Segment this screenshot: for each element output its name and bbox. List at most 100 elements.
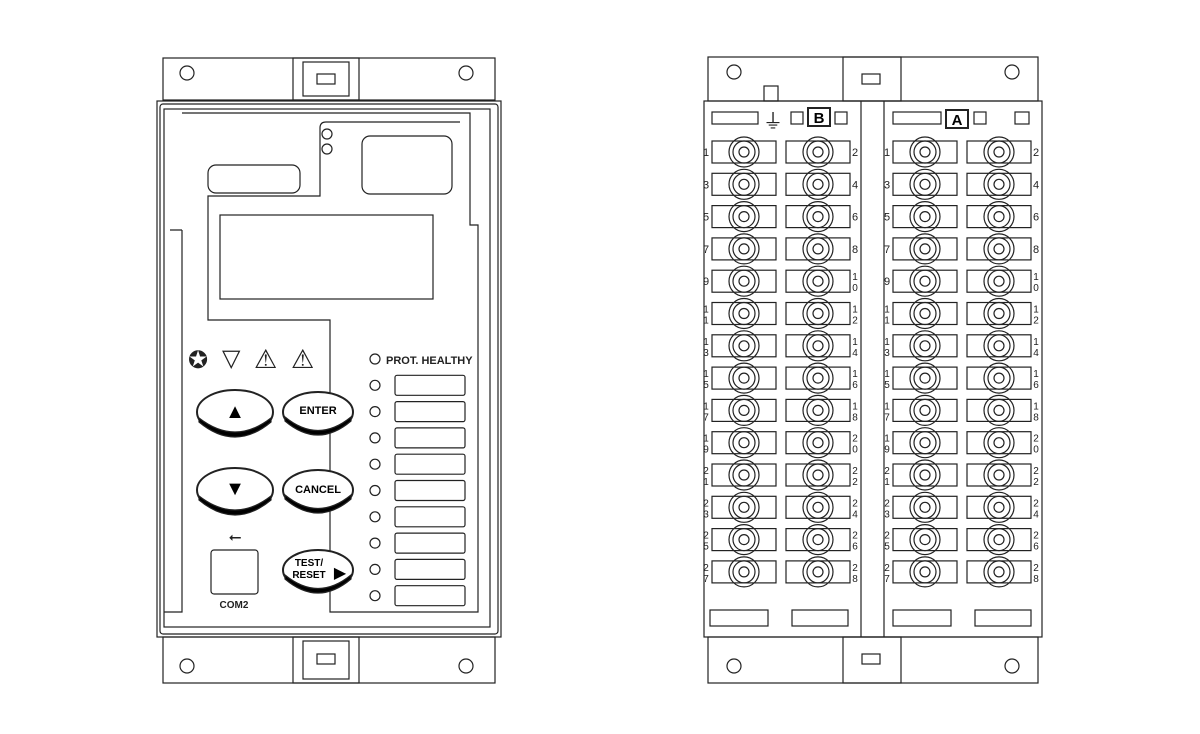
header-square [973,111,987,125]
top-latch-slot [302,61,350,97]
led-indicator-icon [369,458,381,470]
terminal-number-units: 0 [1033,445,1039,456]
terminal-number-units: 8 [852,574,858,585]
bottom-label-slot [974,609,1032,627]
terminal-number-units: 3 [703,348,709,359]
com2-port[interactable] [210,549,259,595]
terminal-screw [785,427,851,459]
terminal-screw [966,459,1032,491]
mounting-hole-icon [458,65,474,81]
right-arrow-icon: ▶ [334,565,347,582]
terminal-number-tens: 1 [884,434,890,445]
terminal-screw [785,265,851,297]
terminal-screw [892,168,958,200]
terminal-number: 6 [1033,212,1039,224]
terminal-number: 7 [884,244,890,256]
terminal-number-units: 2 [1033,477,1039,488]
mounting-hole-icon [1004,64,1020,80]
terminal-number-tens: 2 [703,563,709,574]
terminal-number-units: 0 [1033,283,1039,294]
terminal-number: 2 [1033,147,1039,159]
terminal-number-tens: 2 [852,563,858,574]
front-case [156,100,502,638]
front-fascia [163,108,491,628]
terminal-screw [711,233,777,265]
terminal-screw [966,201,1032,233]
terminal-screw [892,459,958,491]
enter-button-label: ENTER [299,405,336,417]
indicator-hole-icon [321,128,333,140]
indicator-hole-icon [321,143,333,155]
led-indicator-icon [369,590,381,602]
led-indicator-icon [369,537,381,549]
terminal-screw [711,459,777,491]
logo-window [361,135,453,195]
mounting-hole-icon [726,658,742,674]
terminal-number-units: 5 [884,380,890,391]
terminal-number-tens: 2 [1033,531,1039,542]
rear-bottom-latch [842,636,902,684]
led-indicator-icon [369,563,381,576]
terminal-number-units: 3 [884,348,890,359]
up-arrow-icon: ▲ [225,401,245,423]
led-indicator-icon [369,379,381,391]
terminal-screw [892,233,958,265]
terminal-screw [892,265,958,297]
terminal-screw [892,330,958,362]
terminal-screw [892,491,958,523]
enter-button[interactable]: ENTER [282,391,354,436]
terminal-number-units: 2 [852,477,858,488]
terminal-number-tens: 2 [852,466,858,477]
terminal-screw [966,523,1032,556]
test-reset-button[interactable]: TEST/ RESET ▶ [282,549,354,594]
terminal-screw [966,297,1032,330]
cancel-button[interactable]: CANCEL [282,469,354,514]
up-button[interactable]: ▲ [196,389,274,438]
terminal-number-tens: 2 [703,466,709,477]
terminal-screw [785,556,851,588]
rear-case [703,100,1043,638]
bottom-label-slot [709,609,769,627]
terminal-number-units: 7 [884,412,890,423]
terminal-screw [785,491,851,523]
bottom-latch-screw [316,653,336,665]
terminal-screw [711,491,777,523]
terminal-number-units: 0 [852,445,858,456]
header-slot [711,111,759,125]
terminal-number-units: 6 [1033,380,1039,391]
down-button[interactable]: ▼ [196,467,274,516]
terminal-screw [711,201,777,233]
terminal-number-units: 4 [852,509,858,520]
terminal-number-tens: 1 [703,369,709,380]
lcd-display [219,214,434,300]
terminal-number-units: 3 [703,509,709,520]
terminal-screw [966,362,1032,394]
top-latch [292,57,360,101]
terminal-number-units: 5 [703,380,709,391]
terminal-screw [711,556,777,588]
terminal-number-tens: 1 [1033,337,1039,348]
rear-bottom-latch-screw [861,653,881,665]
bottom-mounting-flange [162,636,496,684]
ground-icon: ⏚ [763,111,783,133]
bottom-label-slot [892,609,952,627]
terminal-screw [892,427,958,459]
mounting-hole-icon [179,65,195,81]
terminal-number: 5 [884,212,890,224]
terminal-number-tens: 2 [703,531,709,542]
terminal-number-units: 0 [852,283,858,294]
usb-icon: ⭠ [229,529,242,546]
led-indicator-icon [369,511,381,523]
terminal-number-units: 1 [703,316,709,327]
terminal-number-tens: 1 [1033,369,1039,380]
mounting-hole-icon [458,658,474,674]
terminal-number-units: 5 [703,542,709,553]
led-label-panel [394,532,466,554]
terminal-number: 6 [852,212,858,224]
bottom-latch-slot [302,640,350,680]
terminal-number-units: 4 [1033,509,1039,520]
terminal-screw [711,362,777,394]
terminal-screw [785,136,851,168]
front-panel: ✪ ▽ ⚠ ⚠ ▲ ▼ ENTER CANCEL [156,57,502,684]
